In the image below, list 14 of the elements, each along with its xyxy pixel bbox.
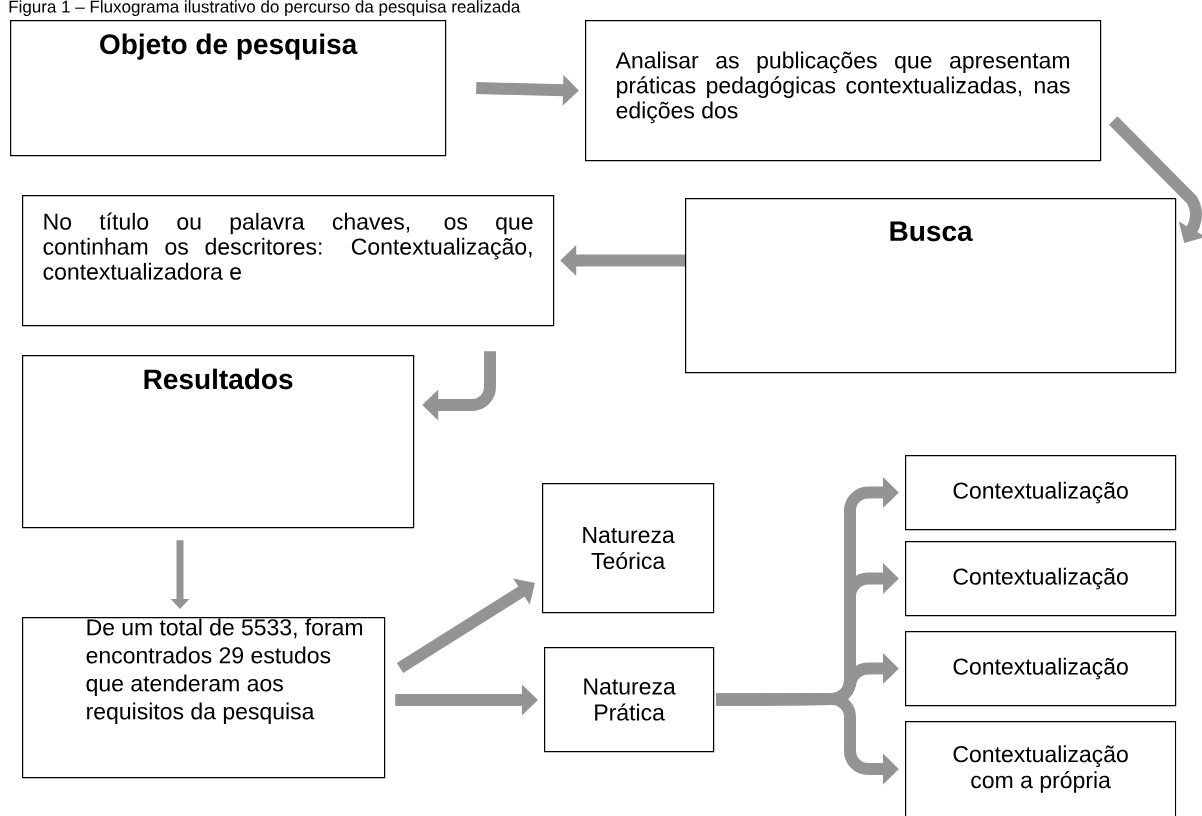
process-box: Contextualização: [905, 631, 1177, 707]
process-box: Contextualização: [905, 541, 1177, 617]
block-arrow: [1108, 116, 1202, 243]
process-box: Contextualização: [905, 455, 1177, 531]
process-box: Natureza Prática: [544, 647, 715, 753]
process-box: Objeto de pesquisa: [10, 20, 447, 157]
process-box: No título ou palavra chaves, os que continham os descritores: Contextualização, contextualizadora e: [22, 195, 555, 327]
process-box: Analisar as publicações que apresentam práticas pedagógicas contextualizadas, nas edições dos: [585, 20, 1102, 162]
process-box: De um total de 5533, foram encontrados 29 estudos que atenderam aos requisitos da pesquisa: [22, 617, 386, 779]
process-box: Contextualização com a própria: [905, 721, 1177, 816]
figure-title: Figura 1 – Fluxograma ilustrativo do percurso da pesquisa realizada: [9, 0, 521, 17]
process-box: Busca: [685, 198, 1177, 374]
process-box: Natureza Teórica: [542, 483, 715, 614]
process-box: Resultados: [22, 355, 415, 529]
